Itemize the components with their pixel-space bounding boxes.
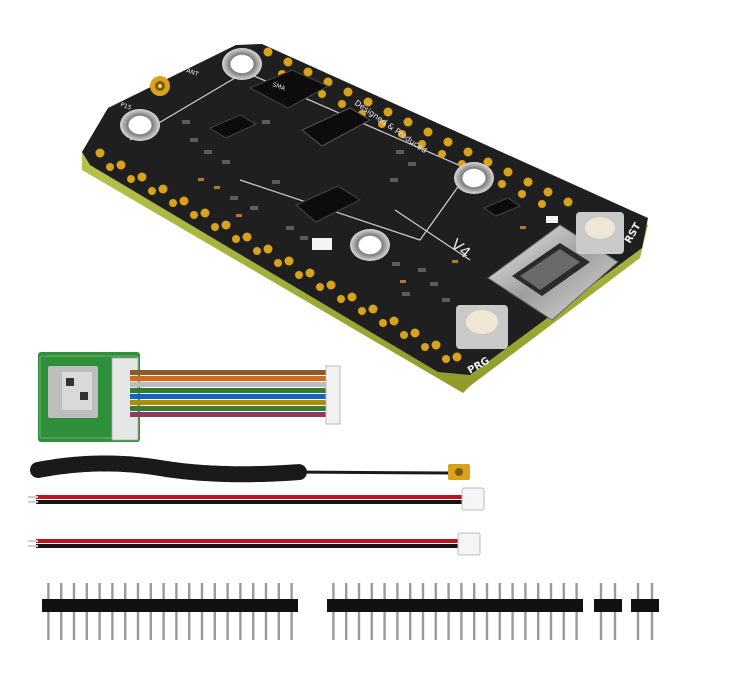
- rst-button: [576, 212, 624, 254]
- ribbon-wire-3: [130, 382, 328, 387]
- ribbon-wire-2: [130, 376, 328, 381]
- prg-button: [456, 305, 508, 349]
- pin-header-20: [42, 583, 298, 640]
- board-top: [82, 44, 648, 375]
- pin-header-20b: [327, 583, 583, 640]
- ribbon-cable: [130, 365, 341, 425]
- ribbon-wire-4: [130, 388, 328, 393]
- ribbon-wire-5: [130, 394, 328, 399]
- header-pads-upper: [263, 47, 573, 208]
- wire-lead-1: [28, 487, 485, 511]
- ribbon-wire-8: [130, 412, 328, 417]
- ic-chips: [208, 69, 522, 223]
- ant-marker-2: SMA: [271, 81, 287, 92]
- ribbon-wire-7: [130, 406, 328, 411]
- header-pads-lower: [95, 148, 462, 363]
- ribbon-wire-6: [130, 400, 328, 405]
- pin-header-2b: [631, 583, 659, 640]
- mounting-holes: [120, 48, 494, 261]
- ant-marker: ANT: [185, 67, 199, 78]
- smd-components: [182, 120, 450, 302]
- gnss-marker: P15: [119, 101, 132, 111]
- ribbon-wire-1: [130, 370, 328, 375]
- gnss-module: [38, 352, 140, 442]
- pin-header-2a: [594, 583, 622, 640]
- spring-antenna: [30, 455, 470, 483]
- ufl-antenna-connector: [150, 76, 170, 96]
- dev-board: V4 Designed & Produced PRG RST ANT SMA P…: [82, 44, 648, 393]
- wire-lead-2: [28, 532, 481, 556]
